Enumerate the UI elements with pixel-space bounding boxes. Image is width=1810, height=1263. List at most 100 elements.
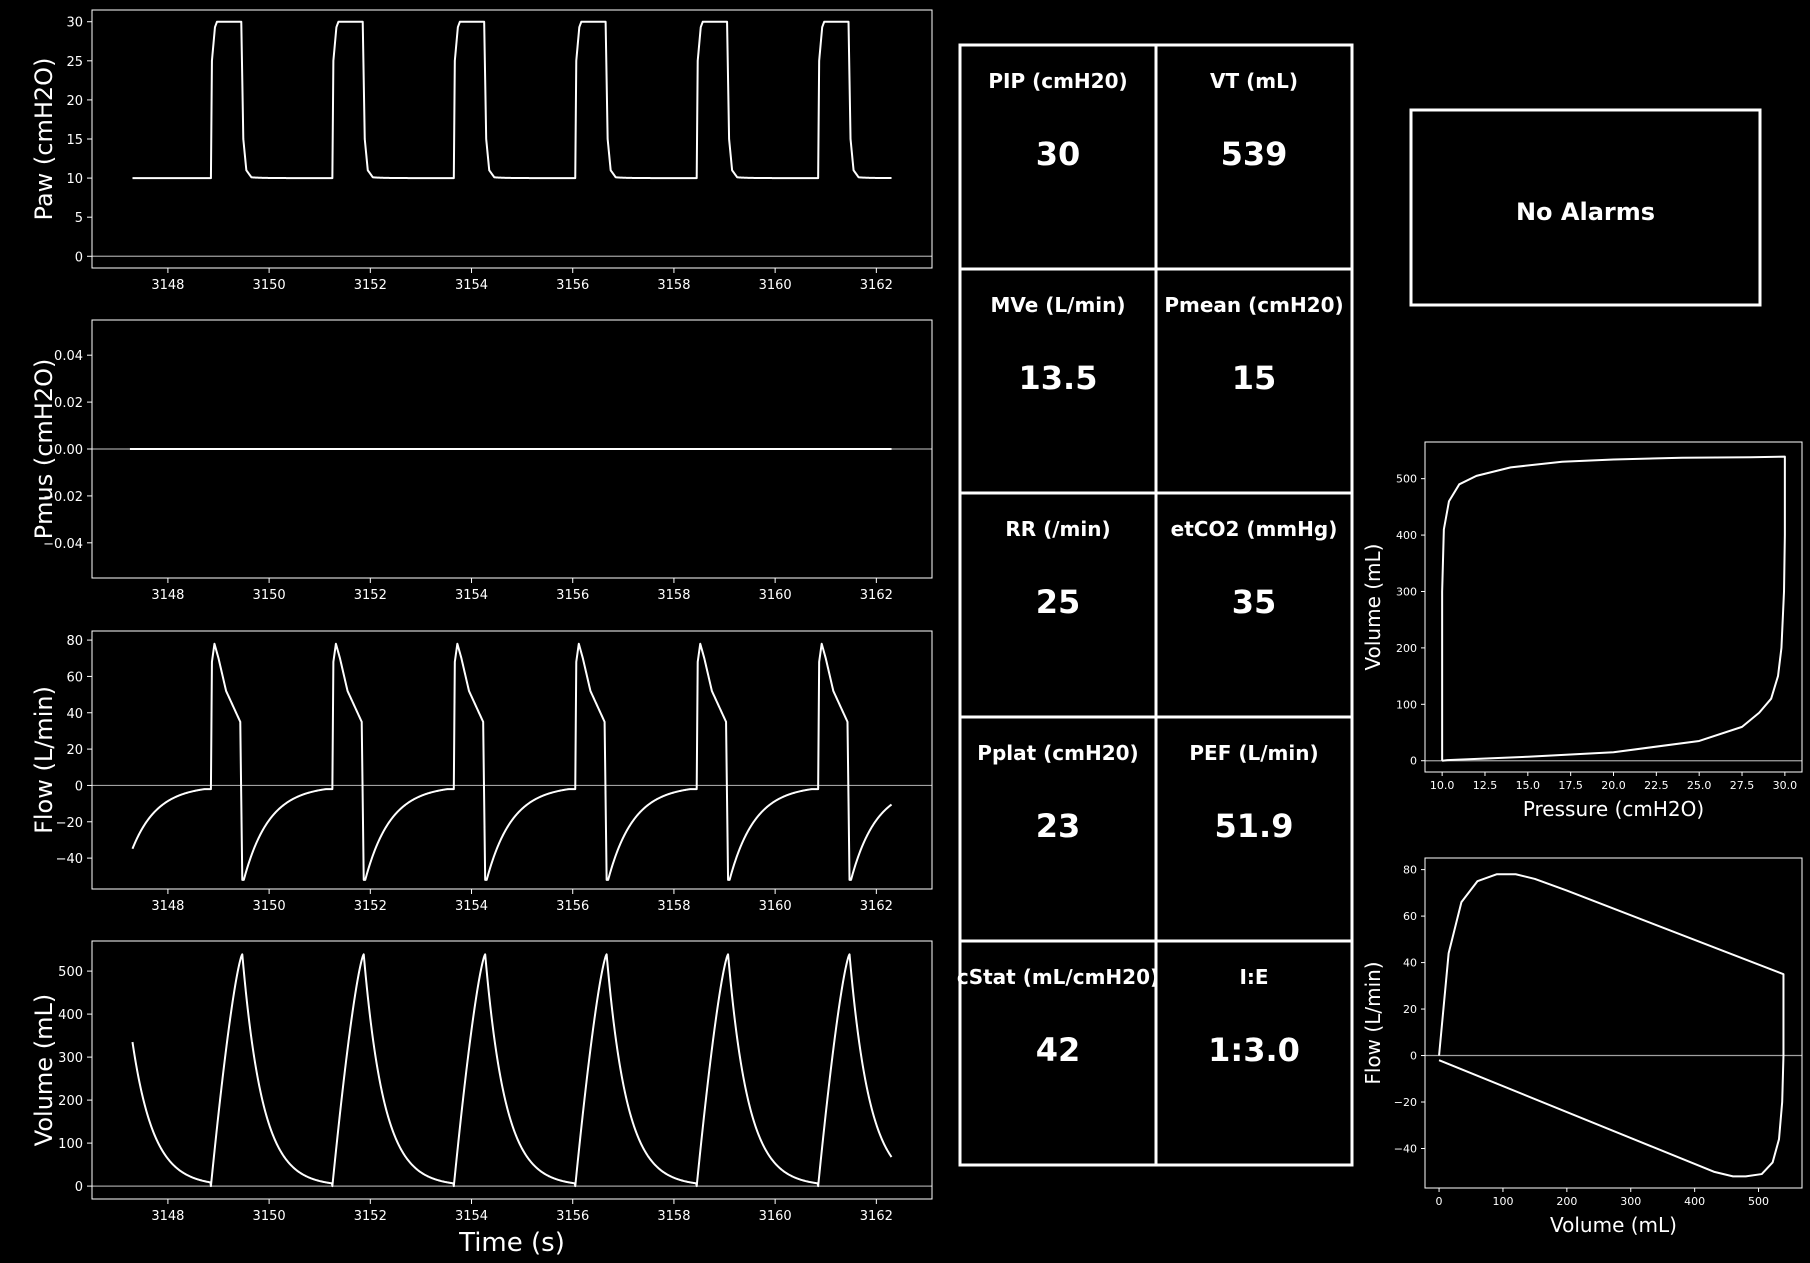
paw-xtick-label: 3154 — [455, 278, 488, 293]
readout-label: RR (/min) — [1005, 517, 1110, 541]
readout-cell: PIP (cmH20)30 — [958, 43, 1158, 271]
pv_loop-xtick-label: 15.0 — [1516, 779, 1541, 792]
fv_loop-ytick-label: 40 — [1403, 957, 1417, 970]
paw-xtick-label: 3162 — [860, 278, 893, 293]
fv_loop-axes-frame — [1424, 857, 1803, 1189]
readout-label: Pplat (cmH20) — [977, 741, 1138, 765]
paw-xtick-label: 3156 — [556, 278, 589, 293]
volume-xtick-label: 3162 — [860, 1209, 893, 1224]
paw-xtick-label: 3158 — [657, 278, 690, 293]
readout-value: 539 — [1221, 135, 1288, 173]
flow-xtick-label: 3150 — [253, 899, 286, 914]
pv_loop-x-axis-label: Pressure (cmH2O) — [1523, 797, 1704, 821]
pmus-ytick-label: 0.04 — [54, 349, 83, 364]
volume-ytick-label: 400 — [58, 1008, 83, 1023]
fv_loop-y-axis-label: Flow (L/min) — [1361, 961, 1385, 1084]
pv_loop-xtick-label: 20.0 — [1601, 779, 1626, 792]
pmus-xtick-label: 3160 — [759, 588, 792, 603]
pv_loop-ytick-label: 100 — [1396, 698, 1417, 711]
flow-xtick-label: 3158 — [657, 899, 690, 914]
pmus-xtick-label: 3162 — [860, 588, 893, 603]
paw-y-axis-label: Paw (cmH2O) — [30, 58, 58, 221]
pmus-xtick-label: 3154 — [455, 588, 488, 603]
flow-xtick-label: 3148 — [151, 899, 184, 914]
readout-value: 1:3.0 — [1208, 1031, 1300, 1069]
volume-xtick-label: 3148 — [151, 1209, 184, 1224]
flow-y-axis-label: Flow (L/min) — [30, 686, 58, 834]
paw-xtick-label: 3150 — [253, 278, 286, 293]
volume-y-axis-label: Volume (mL) — [30, 994, 58, 1146]
fv_loop-xtick-label: 100 — [1492, 1195, 1513, 1208]
pv_loop-xtick-label: 17.5 — [1558, 779, 1583, 792]
fv_loop-ytick-label: 60 — [1403, 910, 1417, 923]
readout-cell: MVe (L/min)13.5 — [958, 267, 1158, 495]
readout-value: 25 — [1036, 583, 1081, 621]
readout-value: 23 — [1036, 807, 1081, 845]
pmus-xtick-label: 3148 — [151, 588, 184, 603]
paw-ytick-label: 10 — [66, 172, 83, 187]
volume-xtick-label: 3154 — [455, 1209, 488, 1224]
flow-ytick-label: −20 — [56, 816, 83, 831]
pv_loop-xtick-label: 10.0 — [1430, 779, 1455, 792]
pmus-xtick-label: 3152 — [354, 588, 387, 603]
fv_loop-ytick-label: −20 — [1394, 1096, 1417, 1109]
pv_loop-y-axis-label: Volume (mL) — [1361, 544, 1385, 671]
flow-xtick-label: 3162 — [860, 899, 893, 914]
readout-cell: cStat (mL/cmH20) 42 — [957, 939, 1159, 1167]
flow-ytick-label: 60 — [66, 670, 83, 685]
pv_loop-ytick-label: 200 — [1396, 642, 1417, 655]
pmus-ytick-label: −0.02 — [43, 490, 83, 505]
volume-xtick-label: 3156 — [556, 1209, 589, 1224]
fv_loop-ytick-label: 20 — [1403, 1003, 1417, 1016]
volume-xtick-label: 3158 — [657, 1209, 690, 1224]
paw-xtick-label: 3152 — [354, 278, 387, 293]
pv_loop-xtick-label: 30.0 — [1773, 779, 1798, 792]
paw-ytick-label: 5 — [75, 211, 83, 226]
readout-value: 15 — [1232, 359, 1277, 397]
flow-ytick-label: 80 — [66, 634, 83, 649]
paw-xtick-label: 3148 — [151, 278, 184, 293]
volume-axes-frame — [91, 940, 933, 1200]
flow-ytick-label: 20 — [66, 743, 83, 758]
readout-label: cStat (mL/cmH20) — [957, 965, 1159, 989]
readout-value: 30 — [1036, 135, 1081, 173]
paw-ytick-label: 15 — [66, 133, 83, 148]
readout-cell: PEF (L/min)51.9 — [1154, 715, 1354, 943]
fv_loop-trace — [1438, 873, 1785, 1178]
volume-x-axis-label: Time (s) — [458, 1228, 565, 1258]
flow-xtick-label: 3156 — [556, 899, 589, 914]
fv_loop-x-axis-label: Volume (mL) — [1550, 1213, 1677, 1237]
pv_loop-ytick-label: 300 — [1396, 585, 1417, 598]
fv_loop-xtick-label: 300 — [1620, 1195, 1641, 1208]
fv_loop-ytick-label: 80 — [1403, 864, 1417, 877]
readout-cell: RR (/min) 25 — [958, 491, 1158, 719]
pv_loop-ytick-label: 500 — [1396, 473, 1417, 486]
alarm-box — [1409, 108, 1762, 307]
readout-value: 51.9 — [1215, 807, 1294, 845]
flow-axes-frame — [91, 630, 933, 890]
pmus-xtick-label: 3158 — [657, 588, 690, 603]
pv_loop-xtick-label: 27.5 — [1730, 779, 1755, 792]
fv_loop-xtick-label: 400 — [1684, 1195, 1705, 1208]
readout-label: VT (mL) — [1210, 69, 1298, 93]
readout-cell: Pmean (cmH20)15 — [1154, 267, 1354, 495]
fv_loop-ytick-label: −40 — [1394, 1142, 1417, 1155]
readout-label: etCO2 (mmHg) — [1171, 517, 1338, 541]
readout-label: I:E — [1239, 965, 1268, 989]
flow-ytick-label: −40 — [56, 852, 83, 867]
pmus-ytick-label: −0.04 — [43, 537, 83, 552]
flow-ytick-label: 0 — [75, 779, 83, 794]
fv_loop-xtick-label: 0 — [1436, 1195, 1443, 1208]
pmus-ytick-label: 0.02 — [54, 396, 83, 411]
pv_loop-trace — [1441, 455, 1786, 762]
fv_loop-xtick-label: 500 — [1748, 1195, 1769, 1208]
readout-value: 42 — [1036, 1031, 1081, 1069]
readout-cell: I:E 1:3.0 — [1154, 939, 1354, 1167]
